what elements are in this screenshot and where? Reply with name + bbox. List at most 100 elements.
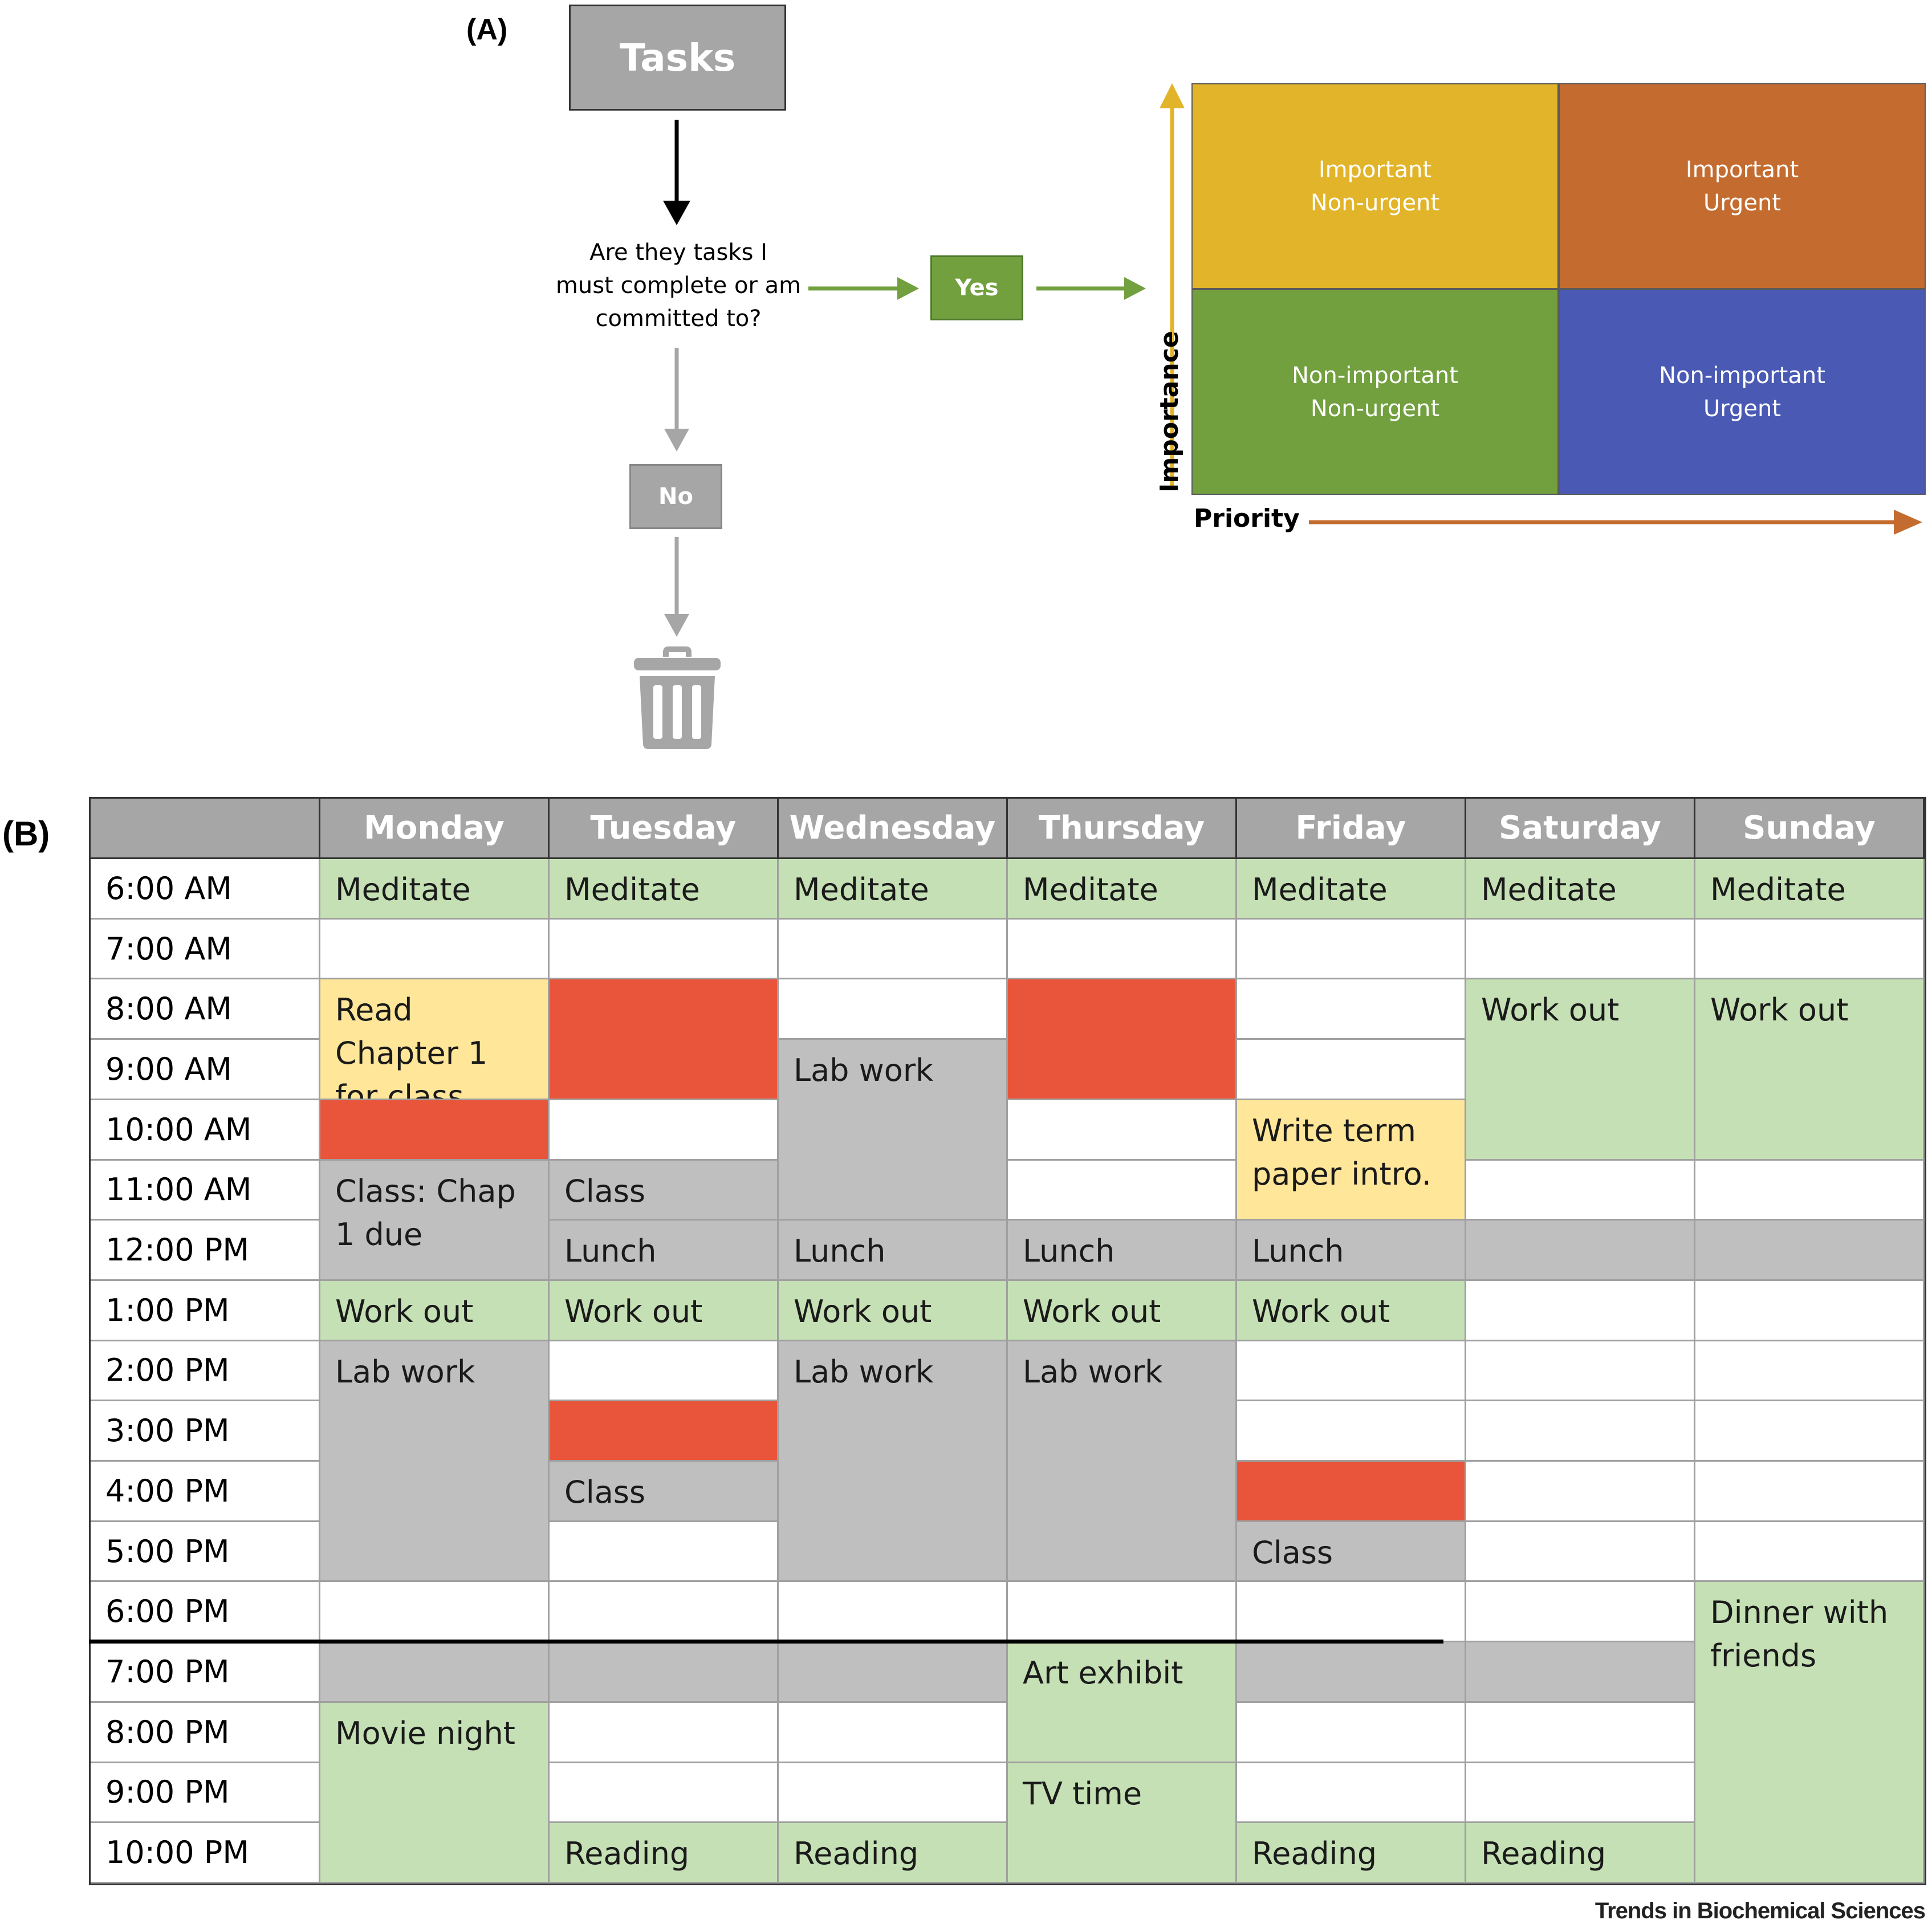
decision-question: Are they tasks I must complete or am com… [547,236,810,335]
empty-slot [1237,919,1466,980]
trash-arrow-head [664,614,689,637]
empty-slot [1466,1341,1695,1402]
empty-slot [1237,1040,1466,1100]
empty-slot [1695,1401,1925,1462]
schedule-block [550,1642,779,1703]
schedule-block: Work out [1695,979,1925,1161]
time-label: 7:00 AM [91,919,320,980]
schedule-block: Class [1237,1522,1466,1583]
schedule-block: Work out [1237,1280,1466,1341]
schedule-block [320,1100,550,1161]
panel-b-label: (B) [2,815,50,853]
schedule-block: Meditate [320,859,550,920]
empty-slot [1466,1522,1695,1583]
schedule-block: Lunch [1008,1221,1237,1281]
quadrant-line: Urgent [1703,395,1781,422]
empty-slot [779,1582,1008,1643]
quadrant-line: Urgent [1703,189,1781,216]
priority-axis-label: Priority [1194,504,1300,533]
empty-slot [1695,1160,1925,1221]
question-line: must complete or am [555,272,802,299]
time-label: 5:00 PM [91,1522,320,1583]
time-label: 10:00 AM [91,1100,320,1161]
schedule-block: Class [550,1462,779,1522]
empty-slot [1466,1401,1695,1462]
time-label: 9:00 AM [91,1040,320,1100]
empty-slot [550,1100,779,1161]
empty-slot [779,919,1008,980]
schedule-block: Reading [1466,1823,1695,1884]
schedule-block: Lunch [779,1221,1008,1281]
empty-slot [1237,1763,1466,1824]
empty-slot [1237,1582,1466,1643]
schedule-block: Meditate [1695,859,1925,920]
schedule-block: Work out [1466,979,1695,1161]
day-header-saturday: Saturday [1466,799,1695,859]
day-header-sunday: Sunday [1695,799,1925,859]
empty-slot [1466,1702,1695,1763]
schedule-block: Lunch [1237,1221,1466,1281]
empty-slot [779,979,1008,1040]
time-label: 7:00 PM [91,1642,320,1703]
empty-slot [1695,1462,1925,1522]
importance-axis-head [1160,83,1185,108]
schedule-block: Lab work [779,1040,1008,1221]
quadrant-line: Non-urgent [1310,395,1440,422]
schedule-block: Lab work [320,1341,550,1583]
schedule-block: Meditate [779,859,1008,920]
empty-slot [1237,1702,1466,1763]
header-corner [91,799,320,859]
evening-divider-line [89,1640,1443,1644]
day-header-friday: Friday [1237,799,1466,859]
time-label: 6:00 PM [91,1582,320,1643]
tasks-box: Tasks [569,5,786,111]
schedule-block: Dinner with friends [1695,1582,1925,1884]
schedule-block: Work out [550,1280,779,1341]
empty-slot [550,1763,779,1824]
empty-slot [1695,1341,1925,1402]
empty-slot [550,1702,779,1763]
day-header-monday: Monday [320,799,550,859]
quadrant-line: Important [1685,156,1799,183]
schedule-block [1008,979,1237,1100]
empty-slot [1466,1160,1695,1221]
quadrant-line: Non-important [1292,362,1458,389]
journal-footer: Trends in Biochemical Sciences [1595,1898,1926,1923]
empty-slot [1466,1582,1695,1643]
schedule-block [1466,1642,1695,1703]
quadrant-line: Non-important [1659,362,1825,389]
time-label: 3:00 PM [91,1401,320,1462]
empty-slot [1695,919,1925,980]
time-label: 12:00 PM [91,1221,320,1281]
priority-axis-head [1894,510,1922,535]
schedule-block: Class [550,1160,779,1221]
schedule-block: Meditate [550,859,779,920]
no-arrow-head [664,429,689,452]
schedule-block: Write term paper intro. [1237,1100,1466,1221]
schedule-block: Lab work [1008,1341,1237,1583]
empty-slot [1466,1763,1695,1824]
schedule-block: Reading [1237,1823,1466,1884]
schedule-block: Read Chapter 1 for class [320,979,550,1100]
schedule-block: Lab work [779,1341,1008,1583]
time-label: 1:00 PM [91,1280,320,1341]
schedule-block: Meditate [1237,859,1466,920]
empty-slot [779,1763,1008,1824]
time-label: 6:00 AM [91,859,320,920]
schedule-block: Reading [779,1823,1008,1884]
quadrant-line: Important [1318,156,1432,183]
schedule-block: Movie night [320,1702,550,1884]
time-label: 10:00 PM [91,1823,320,1884]
schedule-block: Class: Chap 1 due [320,1160,550,1281]
panel-a-arrows [663,83,1922,637]
schedule-block [1237,1642,1466,1703]
quadrant-line: Non-urgent [1310,189,1440,216]
schedule-block: TV time [1008,1763,1237,1884]
importance-axis-label: Importance [1155,331,1184,493]
question-line: committed to? [595,306,762,332]
